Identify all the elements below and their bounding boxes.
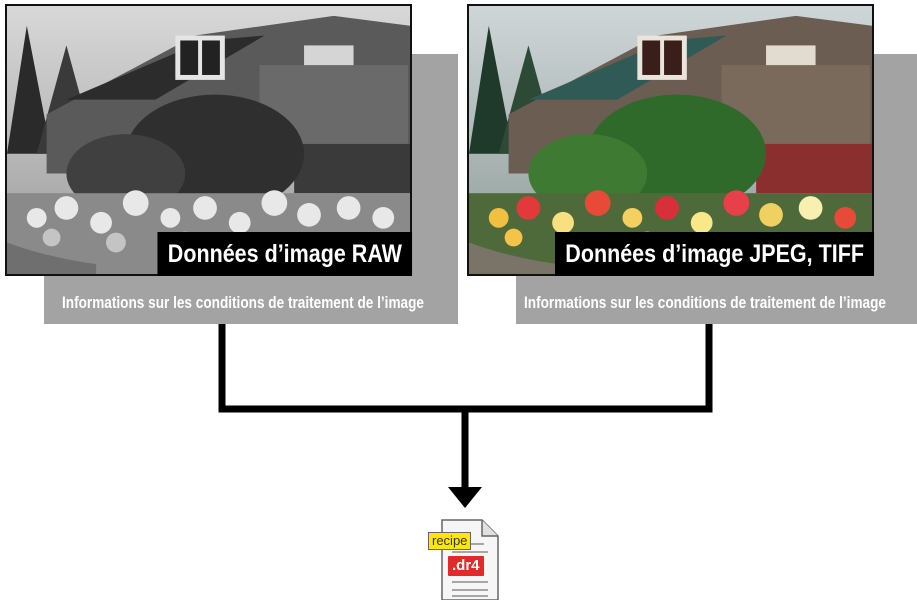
raw-title-label: Données d’image RAW — [157, 232, 412, 276]
arrow-down-icon — [448, 487, 482, 508]
recipe-tag: recipe — [428, 532, 472, 550]
dr4-extension-badge: .dr4 — [448, 556, 484, 576]
right-info-text: Informations sur les conditions de trait… — [524, 293, 886, 312]
jpeg-tiff-title-label: Données d’image JPEG, TIFF — [554, 232, 874, 276]
left-connector-line — [218, 324, 713, 413]
recipe-file-icon: recipe .dr4 — [428, 518, 504, 600]
jpeg-tiff-image-photo — [467, 4, 874, 276]
left-info-text: Informations sur les conditions de trait… — [62, 293, 424, 312]
raw-image-photo — [5, 4, 412, 276]
